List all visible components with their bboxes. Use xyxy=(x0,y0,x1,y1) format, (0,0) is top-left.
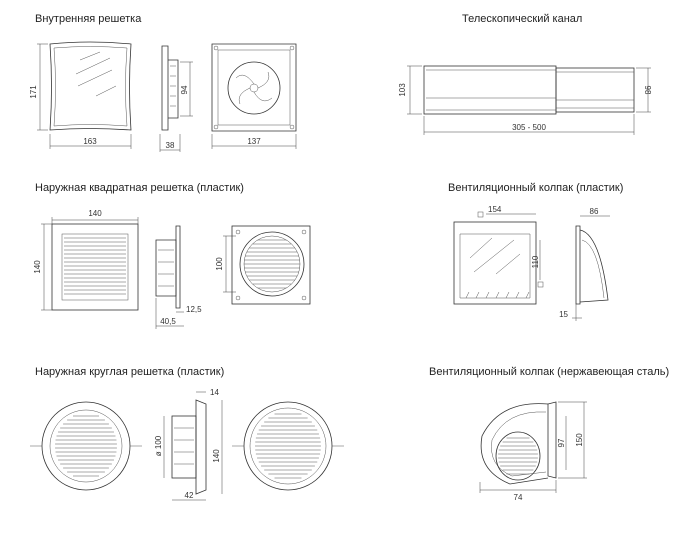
vent-hood-plastic-dim-width: 154 xyxy=(488,205,502,214)
vent-hood-plastic-dim-inner: 110 xyxy=(531,255,540,268)
internal-grille-dim-inner: 94 xyxy=(180,85,189,94)
telescopic-channel-title: Телескопический канал xyxy=(462,13,583,25)
square-grille-dim-width: 140 xyxy=(88,209,102,218)
round-grille-side-view: 14 ø 100 140 42 xyxy=(154,388,223,501)
vent-hood-plastic-side-view: 86 15 xyxy=(559,207,610,321)
internal-grille-title: Внутренняя решетка xyxy=(35,13,142,25)
square-grille-front-view: 140 140 xyxy=(33,209,139,311)
round-grille-back-view xyxy=(232,401,344,491)
vent-hood-plastic-dim-bottom: 15 xyxy=(559,310,568,319)
square-grille-dim-depth: 40,5 xyxy=(160,317,176,326)
vent-hood-plastic-dim-depth: 86 xyxy=(590,207,599,216)
vent-hood-steel-dim-width: 74 xyxy=(514,493,523,502)
square-grille-dim-height: 140 xyxy=(33,260,42,274)
louvre-line xyxy=(495,291,500,299)
round-grille-dim-height: 140 xyxy=(212,449,221,463)
round-grille-title: Наружная круглая решетка (пластик) xyxy=(35,366,225,378)
telescopic-dim-right-height: 98 xyxy=(643,86,652,95)
louvre-line xyxy=(465,291,470,299)
round-grille-dim-diameter: ø 100 xyxy=(154,435,163,456)
internal-grille-back-view: 137 xyxy=(211,43,297,149)
vent-hood-plastic-title: Вентиляционный колпак (пластик) xyxy=(448,182,624,194)
internal-grille-front-view: 171 163 xyxy=(29,41,132,149)
internal-grille-dim-back-width: 137 xyxy=(247,137,261,146)
square-grille-title: Наружная квадратная решетка (пластик) xyxy=(35,182,244,194)
square-grille-side-view: 12,5 40,5 xyxy=(155,225,202,329)
louvre-line xyxy=(515,291,520,299)
louvre-line xyxy=(485,291,490,299)
louvre-line xyxy=(525,291,530,299)
internal-grille-side-view: 94 38 xyxy=(159,45,193,152)
telescopic-dim-left-height: 103 xyxy=(398,83,407,97)
round-grille-dim-depth: 42 xyxy=(185,491,194,500)
square-grille-dim-inner: 100 xyxy=(215,257,224,271)
square-grille-dim-offset: 12,5 xyxy=(186,305,202,314)
vent-hood-steel-title: Вентиляционный колпак (нержавеющая сталь… xyxy=(429,366,670,378)
square-grille-back-view: 100 xyxy=(215,225,311,305)
vent-hood-steel-dim-inner: 97 xyxy=(557,438,566,447)
louvre-line xyxy=(475,291,480,299)
vent-hood-steel-dim-height: 150 xyxy=(575,433,584,447)
round-grille-front-view xyxy=(30,401,142,491)
louvre-line xyxy=(505,291,510,299)
internal-grille-dim-width: 163 xyxy=(83,137,97,146)
internal-grille-dim-depth: 38 xyxy=(166,141,175,150)
telescopic-dim-length: 305 - 500 xyxy=(512,123,546,132)
internal-grille-dim-height: 171 xyxy=(29,85,38,99)
vent-hood-plastic-front-view: 154 110 xyxy=(453,205,544,305)
round-grille-dim-top: 14 xyxy=(210,388,219,397)
